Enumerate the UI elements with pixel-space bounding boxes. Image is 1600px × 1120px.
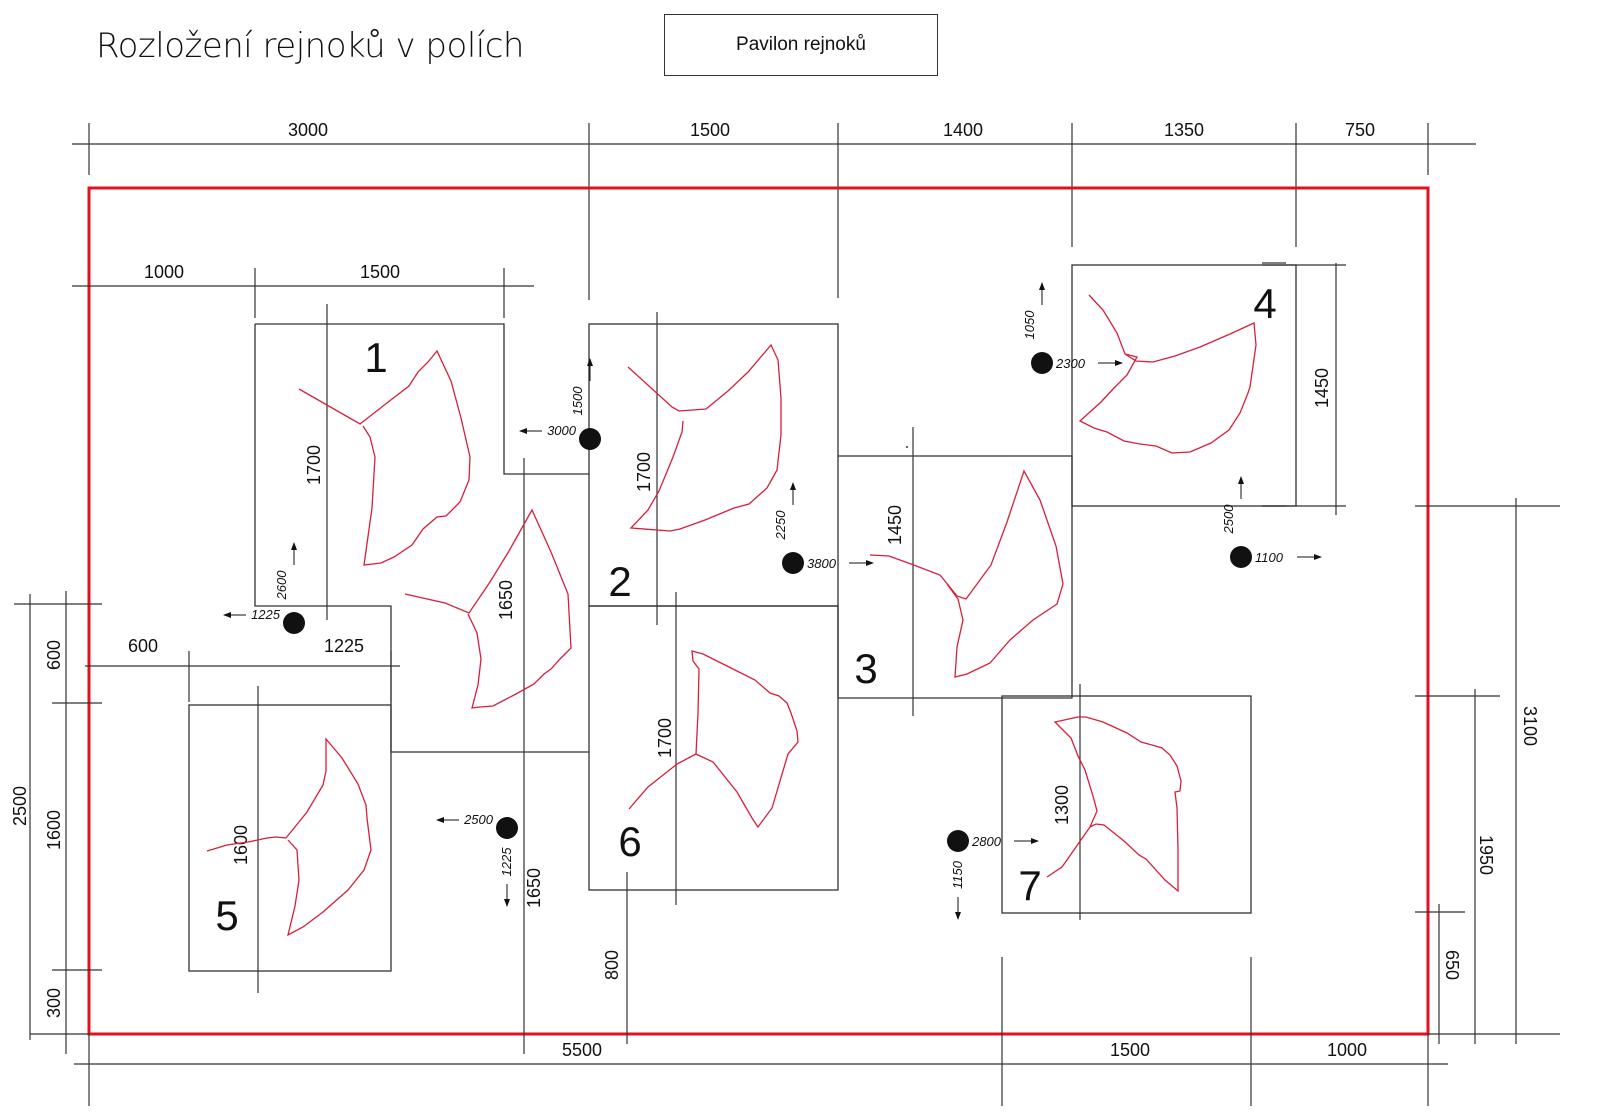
- field-number: 2: [608, 558, 631, 605]
- ray-outline: [298, 349, 471, 566]
- field-number: 1: [364, 334, 387, 381]
- pavilion-label: Pavilon rejnoků: [736, 34, 866, 55]
- measurement-points: 3000 1500 1225 2600 3800 2250 2300 1050 1100 2500…: [223, 282, 1322, 920]
- field-4-box: [1071, 264, 1297, 507]
- vertical-distance-label: 1050: [1022, 310, 1037, 340]
- top-dim-label: 1500: [690, 120, 730, 140]
- measurement-point-dot: [782, 552, 804, 574]
- right-dimension-chain: 3100 1950 650: [1415, 498, 1560, 1044]
- horizontal-distance-label: 3800: [807, 556, 837, 571]
- vertical-distance-label: 1225: [499, 847, 514, 877]
- field-6-box: [588, 605, 839, 891]
- pavilion-label-box: Pavilon rejnoků: [664, 14, 938, 76]
- dim-label: 1450: [885, 505, 905, 545]
- field-number: 5: [215, 892, 238, 939]
- left-dim-label: 1600: [44, 810, 64, 850]
- measurement-point-dot: [947, 830, 969, 852]
- dim-label: 1600: [231, 825, 251, 865]
- field1-dimensions: 1000 1500: [72, 262, 534, 318]
- field-number: 7: [1018, 862, 1041, 909]
- top-dim-label: 3000: [288, 120, 328, 140]
- left-dimension-chain: 2500 600 1600 300: [10, 591, 102, 1054]
- field-number: 6: [618, 818, 641, 865]
- ray-outline: [206, 737, 372, 937]
- diagram-title: Rozložení rejnoků v polích: [96, 26, 524, 66]
- top-dimension-chain: 3000 1500 1400 1350 750: [72, 120, 1476, 300]
- vertical-distance-label: 2600: [274, 570, 289, 601]
- point-a: 3000 1500: [519, 358, 601, 450]
- dim-label: 1650: [496, 580, 516, 620]
- field5-dimensions: 600 1225: [85, 636, 400, 702]
- left-dim-label: 2500: [10, 786, 30, 826]
- field-number: 4: [1253, 280, 1276, 327]
- enclosure-boundary: [87, 186, 1430, 1036]
- measurement-point-dot: [1230, 546, 1252, 568]
- ray-outline: [869, 469, 1064, 678]
- dim-label: 1500: [360, 262, 400, 282]
- measurement-point-dot: [1031, 352, 1053, 374]
- vertical-distance-label: 1500: [570, 386, 585, 416]
- ray-outline: [1046, 716, 1182, 893]
- top-dim-label: 1400: [943, 120, 983, 140]
- field-1-outline: [254, 323, 589, 753]
- horizontal-distance-label: 2500: [463, 812, 494, 827]
- horizontal-distance-label: 1100: [1255, 550, 1284, 565]
- bottom-dimension-chain: 5500 1500 1000: [74, 957, 1448, 1106]
- dim-label: 800: [602, 950, 622, 980]
- top-dim-label: 1350: [1164, 120, 1204, 140]
- horizontal-distance-label: 3000: [547, 423, 577, 438]
- field-5-box: [188, 704, 392, 972]
- dim-label: 1225: [324, 636, 364, 656]
- point-d: 2300 1050: [1022, 282, 1123, 374]
- left-dim-label: 600: [44, 640, 64, 670]
- ray-outline: [404, 508, 572, 709]
- ray-outline: [627, 343, 782, 532]
- right-dim-label: 650: [1442, 950, 1462, 980]
- vertical-distance-label: 2250: [773, 510, 788, 541]
- measurement-point-dot: [283, 612, 305, 634]
- horizontal-distance-label: 2300: [1055, 356, 1086, 371]
- measurement-point-dot: [496, 817, 518, 839]
- right-dim-label: 1950: [1476, 835, 1496, 875]
- point-b: 1225 2600: [223, 542, 305, 634]
- horizontal-distance-label: 1225: [251, 607, 281, 622]
- ray-outline: [1078, 294, 1257, 454]
- ray-outline: [628, 650, 799, 829]
- dim-label: 1000: [144, 262, 184, 282]
- bottom-dim-label: 5500: [562, 1040, 602, 1060]
- point-c: 3800 2250: [773, 482, 874, 574]
- dim-label: 600: [128, 636, 158, 656]
- field-3-outline: [837, 455, 1073, 699]
- dim-label: 1700: [655, 718, 675, 758]
- dim-label: 1300: [1052, 785, 1072, 825]
- point-g: 2800 1150: [947, 830, 1039, 920]
- horizontal-distance-label: 2800: [971, 834, 1002, 849]
- vertical-distance-label: 2500: [1221, 504, 1236, 535]
- point-f: 2500 1225: [436, 812, 518, 907]
- dim-label: 1650: [524, 868, 544, 908]
- bottom-dim-label: 1000: [1327, 1040, 1367, 1060]
- right-dim-label: 3100: [1520, 706, 1540, 746]
- vertical-distance-label: 1150: [950, 860, 965, 889]
- bottom-dim-label: 1500: [1110, 1040, 1150, 1060]
- dim-label: 1450: [1312, 368, 1332, 408]
- stray-mark: [906, 446, 908, 448]
- dim-label: 1700: [634, 452, 654, 492]
- dim-label: 1700: [304, 445, 324, 485]
- left-dim-label: 300: [44, 988, 64, 1018]
- point-e: 1100 2500: [1221, 476, 1322, 568]
- top-dim-label: 750: [1345, 120, 1375, 140]
- field-7-box: [1001, 695, 1252, 914]
- field-number: 3: [854, 645, 877, 692]
- measurement-point-dot: [579, 428, 601, 450]
